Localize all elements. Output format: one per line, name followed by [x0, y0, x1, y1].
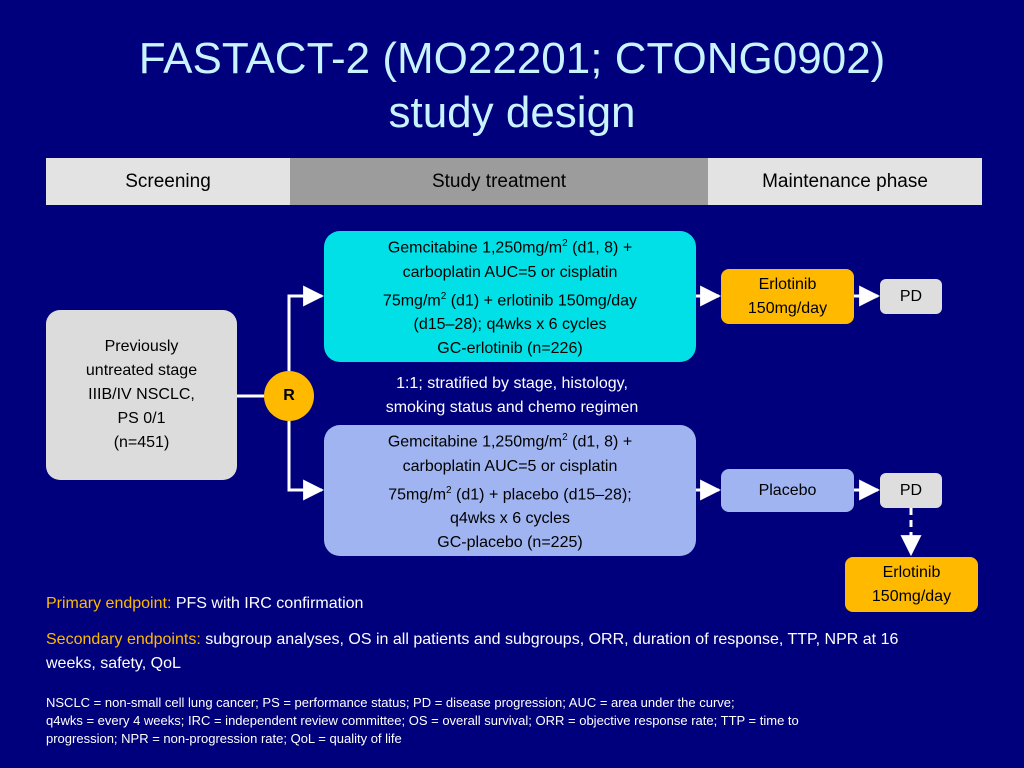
- post-pd-erlotinib-box: Erlotinib 150mg/day: [845, 557, 978, 612]
- erlotinib-arm-line-1: Gemcitabine 1,250mg/m2 (d1, 8) +: [387, 238, 633, 257]
- abbreviations-footnote: NSCLC = non-small cell lung cancer; PS =…: [46, 694, 976, 748]
- secondary-endpoints: Secondary endpoints: subgroup analyses, …: [46, 628, 936, 676]
- phase-bar: Screening Study treatment Maintenance ph…: [46, 158, 982, 205]
- maintenance-erlotinib-box: Erlotinib 150mg/day: [721, 269, 854, 324]
- post-pd-erlotinib-line-1: Erlotinib: [882, 563, 941, 581]
- pd-box-erlotinib-arm: PD: [880, 279, 942, 314]
- population-line-4: PS 0/1: [117, 410, 166, 427]
- abbreviations-line-3: progression; NPR = non-progression rate;…: [46, 731, 402, 746]
- placebo-arm-line-1: Gemcitabine 1,250mg/m2 (d1, 8) +: [387, 432, 633, 451]
- stratification-note: 1:1; stratified by stage, histology, smo…: [330, 372, 694, 420]
- connector-r-to-erlotinib-arm: [287, 285, 325, 371]
- erlotinib-arm-box: Gemcitabine 1,250mg/m2 (d1, 8) + carbopl…: [324, 231, 696, 362]
- population-box: Previously untreated stage IIIB/IV NSCLC…: [46, 310, 237, 480]
- post-pd-erlotinib-line-2: 150mg/day: [871, 587, 952, 605]
- stratification-line-2: smoking status and chemo regimen: [385, 399, 639, 416]
- primary-endpoint: Primary endpoint: PFS with IRC confirmat…: [46, 592, 826, 616]
- phase-screening: Screening: [46, 158, 290, 205]
- placebo-arm-line-2: carboplatin AUC=5 or cisplatin: [402, 457, 618, 475]
- placebo-arm-line-3: 75mg/m2 (d1) + placebo (d15–28);: [388, 484, 632, 503]
- placebo-arm-box: Gemcitabine 1,250mg/m2 (d1, 8) + carbopl…: [324, 425, 696, 556]
- abbreviations-line-1: NSCLC = non-small cell lung cancer; PS =…: [46, 695, 735, 710]
- maintenance-erlotinib-line-1: Erlotinib: [758, 275, 817, 293]
- phase-study-treatment: Study treatment: [290, 158, 708, 205]
- pd-box-placebo-arm: PD: [880, 473, 942, 508]
- population-line-5: (n=451): [113, 434, 170, 451]
- slide-title: FASTACT-2 (MO22201; CTONG0902) study des…: [0, 32, 1024, 140]
- title-line-1: FASTACT-2 (MO22201; CTONG0902): [138, 34, 886, 83]
- secondary-endpoints-label: Secondary endpoints:: [46, 631, 201, 648]
- erlotinib-arm-line-2: carboplatin AUC=5 or cisplatin: [402, 263, 618, 281]
- erlotinib-arm-line-3: 75mg/m2 (d1) + erlotinib 150mg/day: [382, 290, 638, 309]
- primary-endpoint-text: PFS with IRC confirmation: [171, 595, 364, 612]
- maintenance-placebo-box: Placebo: [721, 469, 854, 512]
- maintenance-erlotinib-line-2: 150mg/day: [747, 299, 828, 317]
- population-line-2: untreated stage: [85, 362, 198, 379]
- population-line-3: IIIB/IV NSCLC,: [88, 386, 195, 403]
- placebo-arm-line-5: GC-placebo (n=225): [437, 533, 583, 551]
- placebo-arm-line-4: q4wks x 6 cycles: [449, 509, 571, 527]
- erlotinib-arm-line-4: (d15–28); q4wks x 6 cycles: [413, 315, 607, 333]
- abbreviations-line-2: q4wks = every 4 weeks; IRC = independent…: [46, 713, 799, 728]
- erlotinib-arm-line-5: GC-erlotinib (n=226): [437, 339, 583, 357]
- phase-maintenance: Maintenance phase: [708, 158, 982, 205]
- primary-endpoint-label: Primary endpoint:: [46, 595, 172, 612]
- connector-r-to-placebo-arm: [287, 421, 325, 501]
- title-line-2: study design: [388, 88, 636, 137]
- secondary-endpoints-text: subgroup analyses, OS in all patients an…: [46, 631, 899, 672]
- randomization-node: R: [264, 371, 314, 421]
- population-line-1: Previously: [104, 338, 179, 355]
- stratification-line-1: 1:1; stratified by stage, histology,: [396, 375, 628, 392]
